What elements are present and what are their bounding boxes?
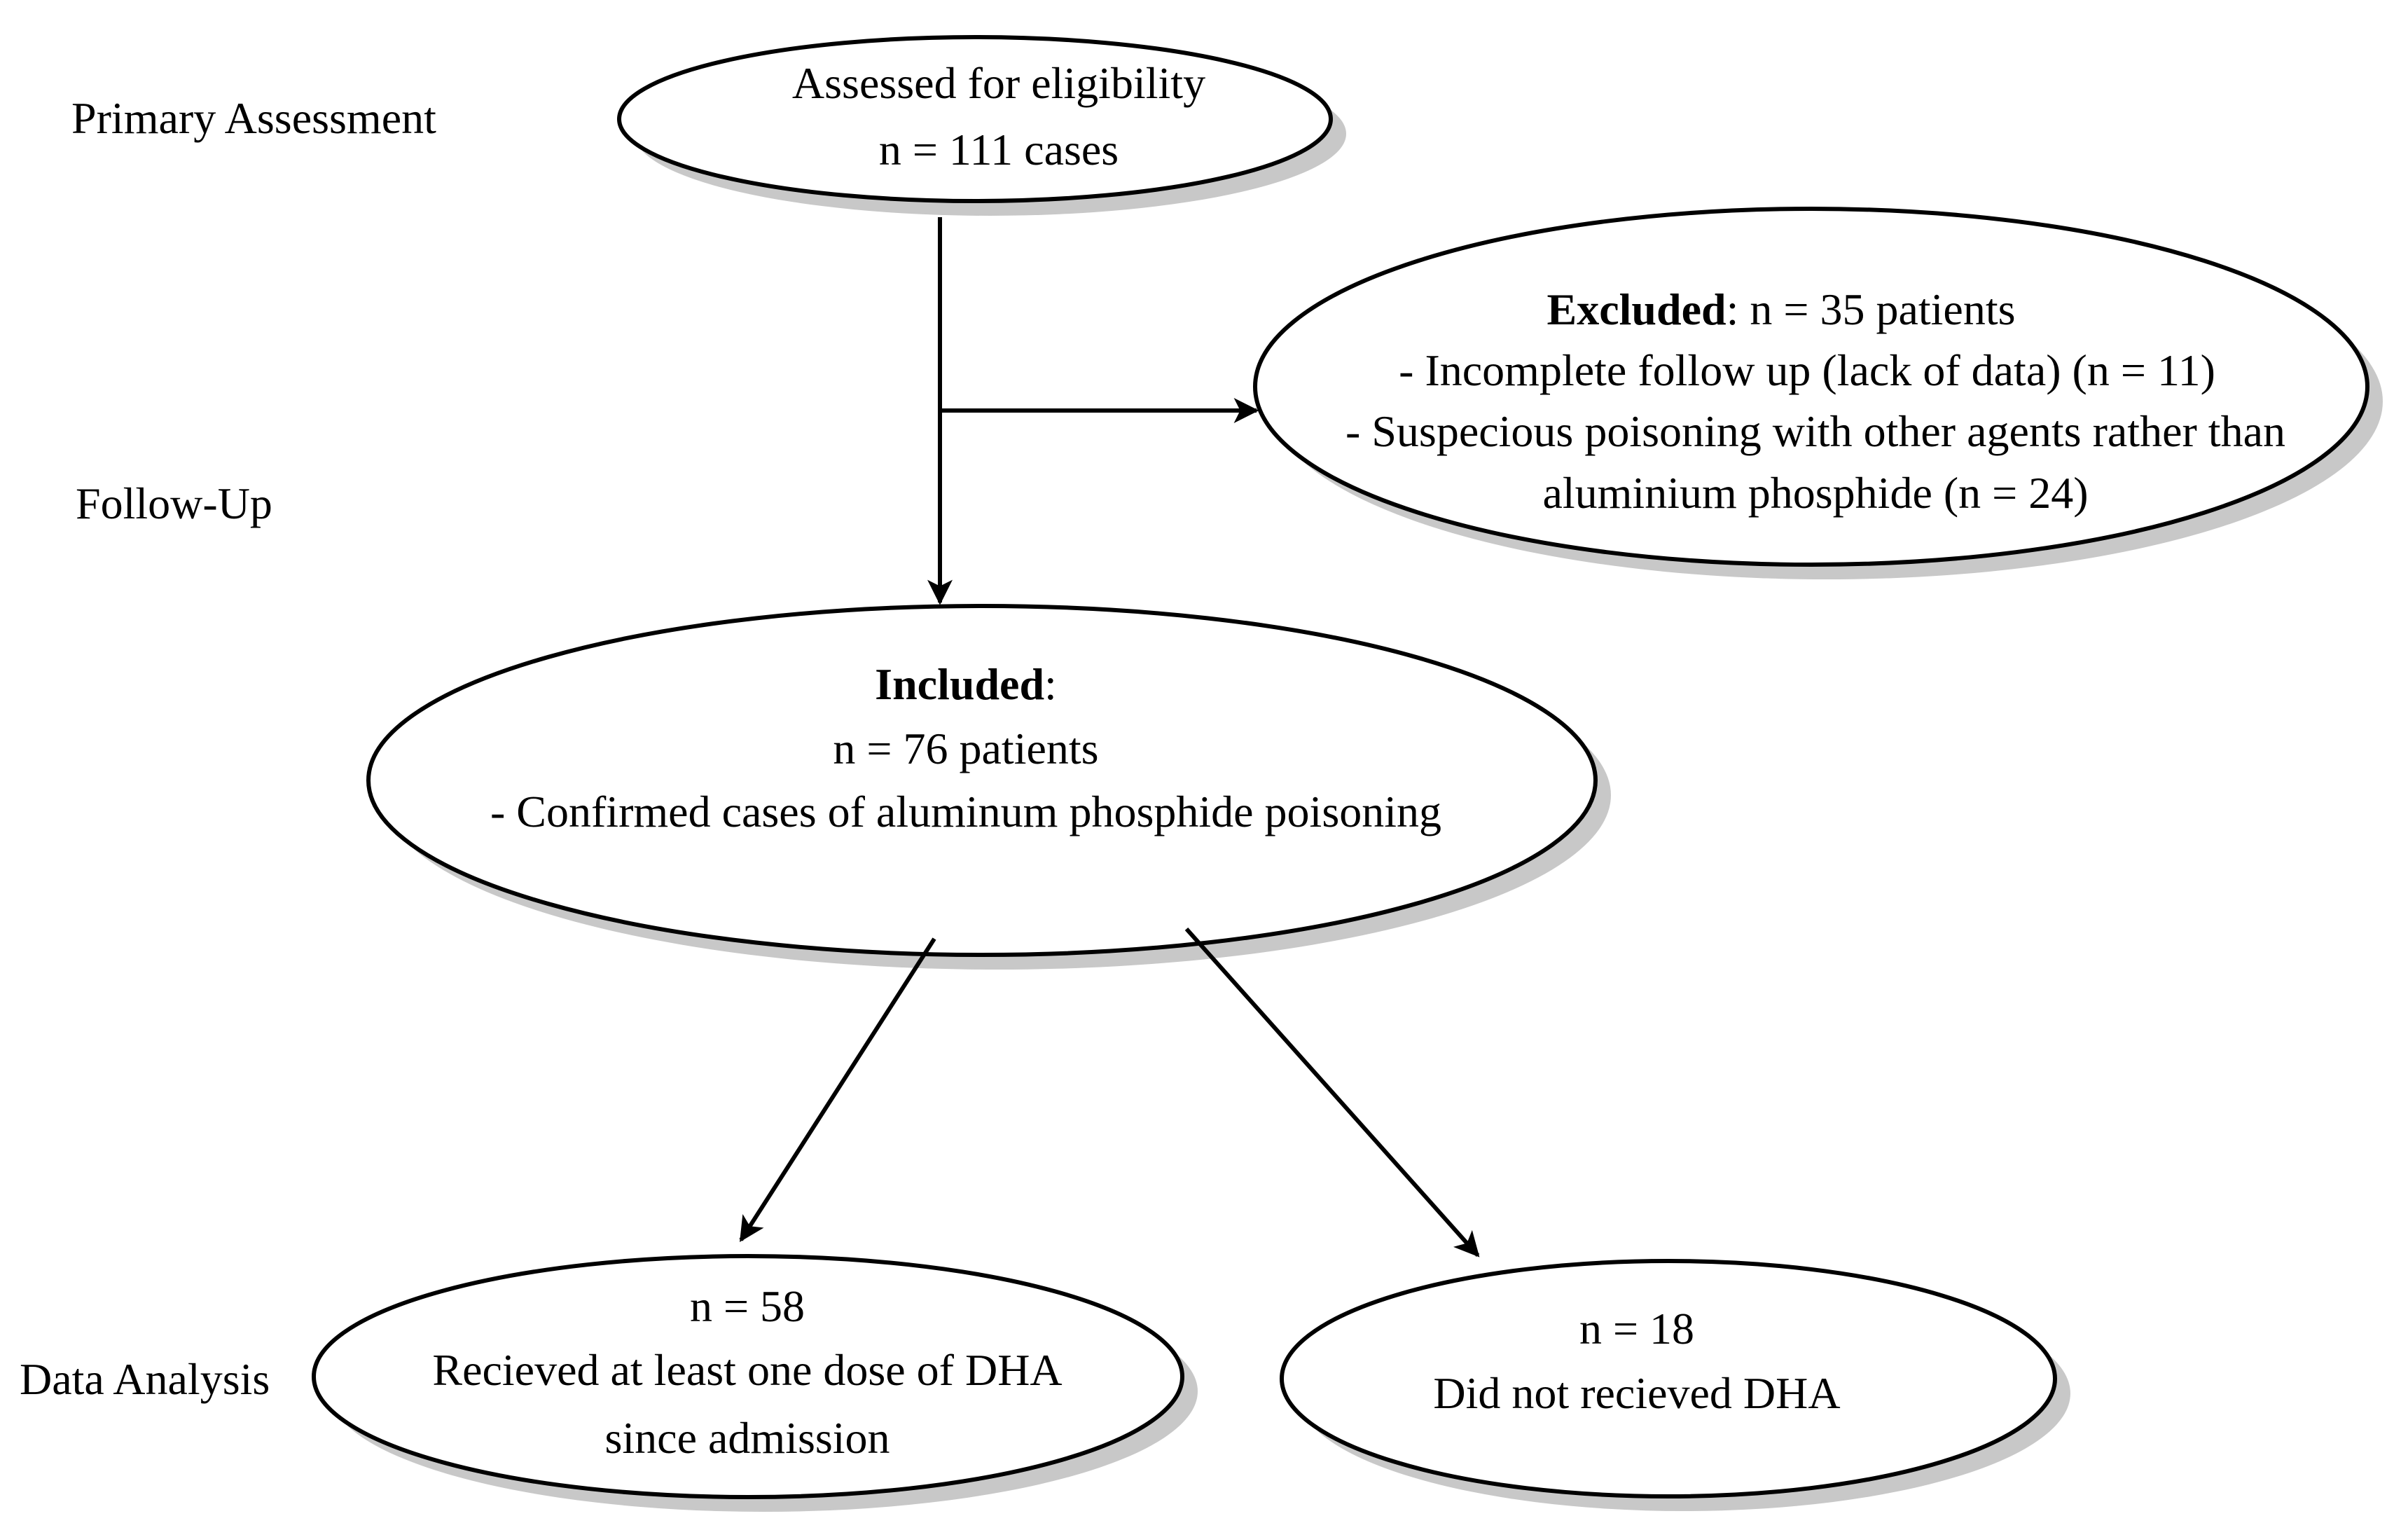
received-description-cont: since admission [604,1413,890,1463]
excluded-reason-incomplete: - Incomplete follow up (lack of data) (n… [1399,345,2215,395]
node-outline [1253,207,2369,567]
included-title-colon: : [1044,659,1057,709]
excluded-title-bold: Excluded [1547,284,1727,334]
node-outline [1280,1259,2057,1498]
included-description: - Confirmed cases of aluminum phosphide … [490,787,1441,836]
excluded-reason-suspicious-cont: aluminium phosphide (n = 24) [1542,468,2088,518]
received-count: n = 58 [690,1281,805,1331]
arrow-included-to-not-received [1184,928,1480,1257]
node-included: Included: n = 76 patients - Confirmed ca… [366,604,1611,970]
node-received-dha: n = 58 Recieved at least one dose of DHA… [312,1254,1198,1512]
excluded-title-count: : n = 35 patients [1727,284,2016,334]
excluded-reason-suspicious: - Suspecious poisoning with other agents… [1345,406,2285,456]
node-outline [617,35,1333,203]
node-outline [312,1254,1184,1499]
included-title-bold: Included [875,659,1044,709]
not-received-description: Did not recieved DHA [1433,1368,1840,1418]
node-outline [366,604,1598,957]
assessed-count: n = 111 cases [879,125,1119,174]
node-not-received-dha: n = 18 Did not recieved DHA [1280,1259,2070,1511]
stage-label-data-analysis: Data Analysis [20,1354,270,1404]
node-excluded: Excluded: n = 35 patients - Incomplete f… [1253,207,2383,579]
stage-label-follow-up: Follow-Up [76,478,272,528]
received-description: Recieved at least one dose of DHA [432,1345,1062,1395]
arrow-included-to-received [739,937,936,1243]
excluded-title: Excluded: n = 35 patients [1547,284,2016,334]
stage-label-primary-assessment: Primary Assessment [71,93,436,143]
included-count: n = 76 patients [833,724,1098,773]
not-received-count: n = 18 [1579,1304,1694,1353]
included-title: Included: [875,659,1057,709]
assessed-title: Assessed for eligibility [792,58,1205,108]
node-assessed: Assessed for eligibility n = 111 cases [617,35,1346,216]
